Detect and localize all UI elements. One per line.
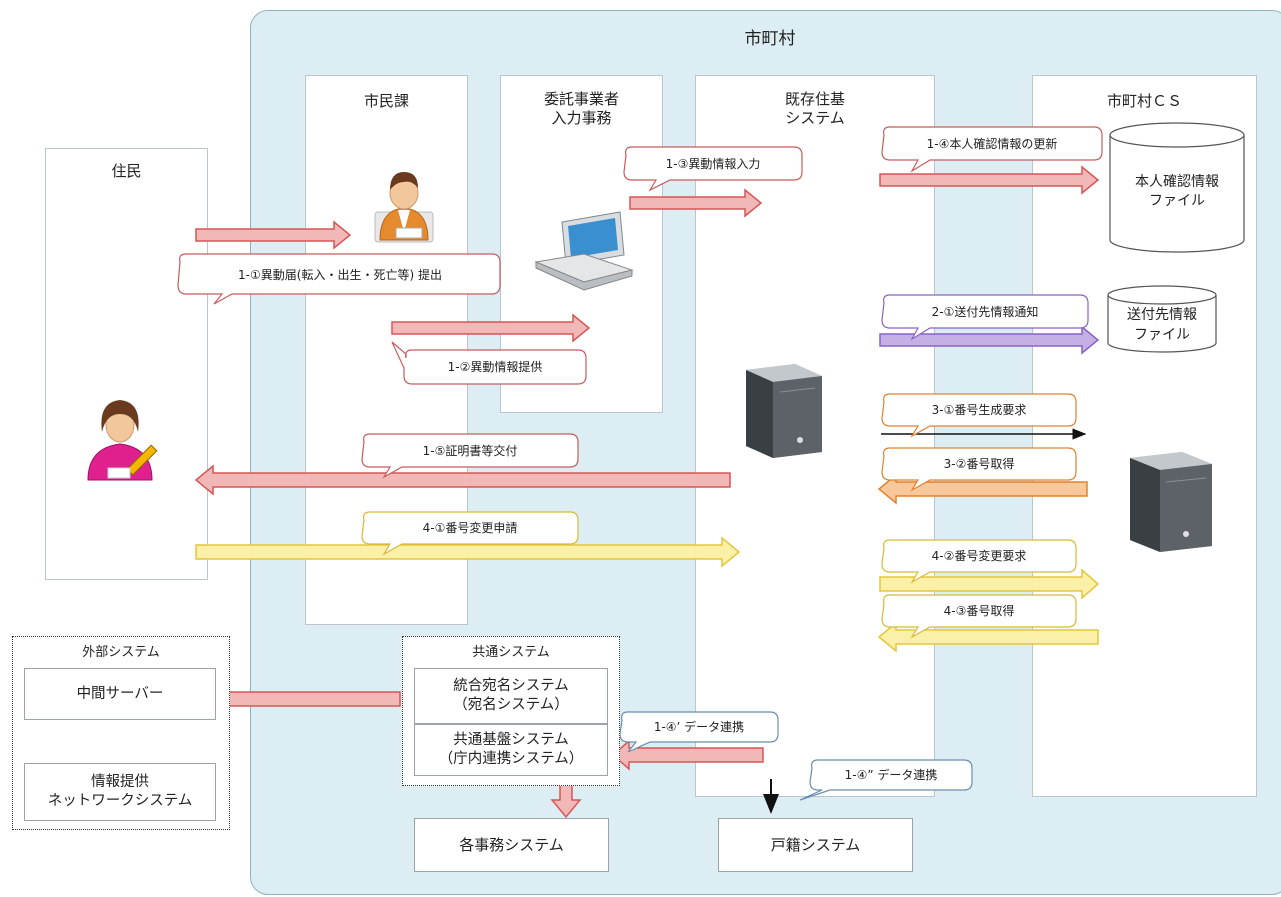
arrow-4-3 (877, 621, 1099, 653)
each-office-system-box: 各事務システム (414, 818, 609, 872)
callout-1-4-double-prime (799, 759, 973, 801)
step-1-1-text: 1-①異動届(転入・出生・死亡等) 提出 (238, 268, 442, 282)
destination-file-cylinder (1107, 285, 1217, 353)
external-system-title: 外部システム (82, 645, 160, 660)
step-1-3-text: 1-③異動情報入力 (665, 157, 761, 171)
arrow-4-2 (879, 568, 1100, 600)
arrow-2-1 (879, 325, 1100, 355)
step-1-4-double-prime-text: 1-④” データ連携 (844, 768, 938, 782)
lane-kizon-label-1: 既存住基 (784, 90, 845, 108)
callout-4-2 (881, 539, 1077, 584)
staff-person-icon (374, 172, 434, 243)
togo-atena-label-1: 統合宛名システム (453, 678, 569, 694)
togo-atena-label-2: （宛名システム） (453, 697, 569, 713)
server-tower-icon-cs (1130, 452, 1212, 552)
step-1-4-text: 1-④本人確認情報の更新 (926, 137, 1058, 151)
step-4-3-text: 4-③番号取得 (943, 604, 1015, 618)
identity-file-label-1: 本人確認情報 (1135, 174, 1219, 190)
arrow-1-5 (194, 464, 731, 496)
step-1-5-text: 1-⑤証明書等交付 (422, 444, 518, 458)
middle-server-box: 中間サーバー (24, 668, 216, 720)
common-system-title: 共通システム (472, 645, 550, 660)
koseki-system-box: 戸籍システム (718, 818, 913, 872)
lane-municipal-cs-label: 市町村ＣＳ (1106, 92, 1182, 110)
arrow-1-2 (391, 313, 591, 343)
callout-1-3 (623, 146, 803, 192)
step-1-4-prime-text: 1-④’ データ連携 (653, 720, 745, 734)
resident-person-icon (87, 400, 158, 481)
callout-1-5 (361, 433, 579, 479)
lane-contractor-label-1: 委託事業者 (543, 90, 619, 108)
arrow-common-to-middle (208, 683, 401, 715)
identity-file-label-2: ファイル (1149, 193, 1205, 209)
info-network-box: 情報提供 ネットワークシステム (24, 763, 216, 821)
callout-1-1 (177, 253, 501, 305)
arrow-1-3 (629, 188, 763, 218)
common-kiban-box: 共通基盤システム （庁内連携システム） (414, 724, 608, 776)
arrow-4-1 (195, 536, 741, 568)
callout-1-2 (391, 341, 587, 385)
arrow-1-4 (879, 165, 1100, 195)
each-office-system-label: 各事務システム (459, 835, 564, 854)
arrow-1-4-prime (611, 739, 764, 771)
callout-2-1 (881, 294, 1089, 341)
destination-file-label-2: ファイル (1134, 327, 1190, 343)
middle-server-label: 中間サーバー (76, 685, 164, 702)
lane-resident (45, 148, 208, 580)
step-4-1-text: 4-①番号変更申請 (422, 521, 518, 535)
callout-1-4 (881, 126, 1103, 173)
koseki-system-label: 戸籍システム (770, 835, 861, 854)
callout-4-1 (361, 511, 579, 556)
lane-resident-label: 住民 (111, 162, 142, 180)
step-4-2-text: 4-②番号変更要求 (931, 549, 1027, 563)
step-3-1-text: 3-①番号生成要求 (931, 403, 1027, 417)
common-kiban-label-2: （庁内連携システム） (438, 751, 584, 767)
step-2-1-text: 2-①送付先情報通知 (931, 305, 1039, 319)
server-tower-icon (746, 364, 822, 458)
callout-3-2 (881, 447, 1077, 492)
info-network-label-2: ネットワークシステム (47, 793, 193, 809)
municipality-label: 市町村 (744, 29, 796, 49)
step-3-2-text: 3-②番号取得 (943, 457, 1015, 471)
callout-4-3 (881, 594, 1077, 639)
arrow-1-1 (195, 220, 352, 250)
lane-contractor-label-2: 入力事務 (551, 109, 612, 127)
lane-citizen-division-label: 市民課 (363, 92, 409, 110)
computer-terminal-icon (534, 211, 634, 291)
togo-atena-box: 統合宛名システム （宛名システム） (414, 668, 608, 724)
arrow-3-2 (877, 473, 1088, 505)
step-1-2-text: 1-②異動情報提供 (447, 360, 543, 374)
info-network-label-1: 情報提供 (91, 774, 149, 790)
callout-3-1 (881, 393, 1077, 438)
callout-1-4-prime (619, 711, 779, 753)
lane-kizon-label-2: システム (785, 109, 845, 127)
common-kiban-label-1: 共通基盤システム (453, 732, 569, 748)
destination-file-label-1: 送付先情報 (1127, 307, 1197, 323)
identity-file-cylinder (1109, 122, 1245, 253)
